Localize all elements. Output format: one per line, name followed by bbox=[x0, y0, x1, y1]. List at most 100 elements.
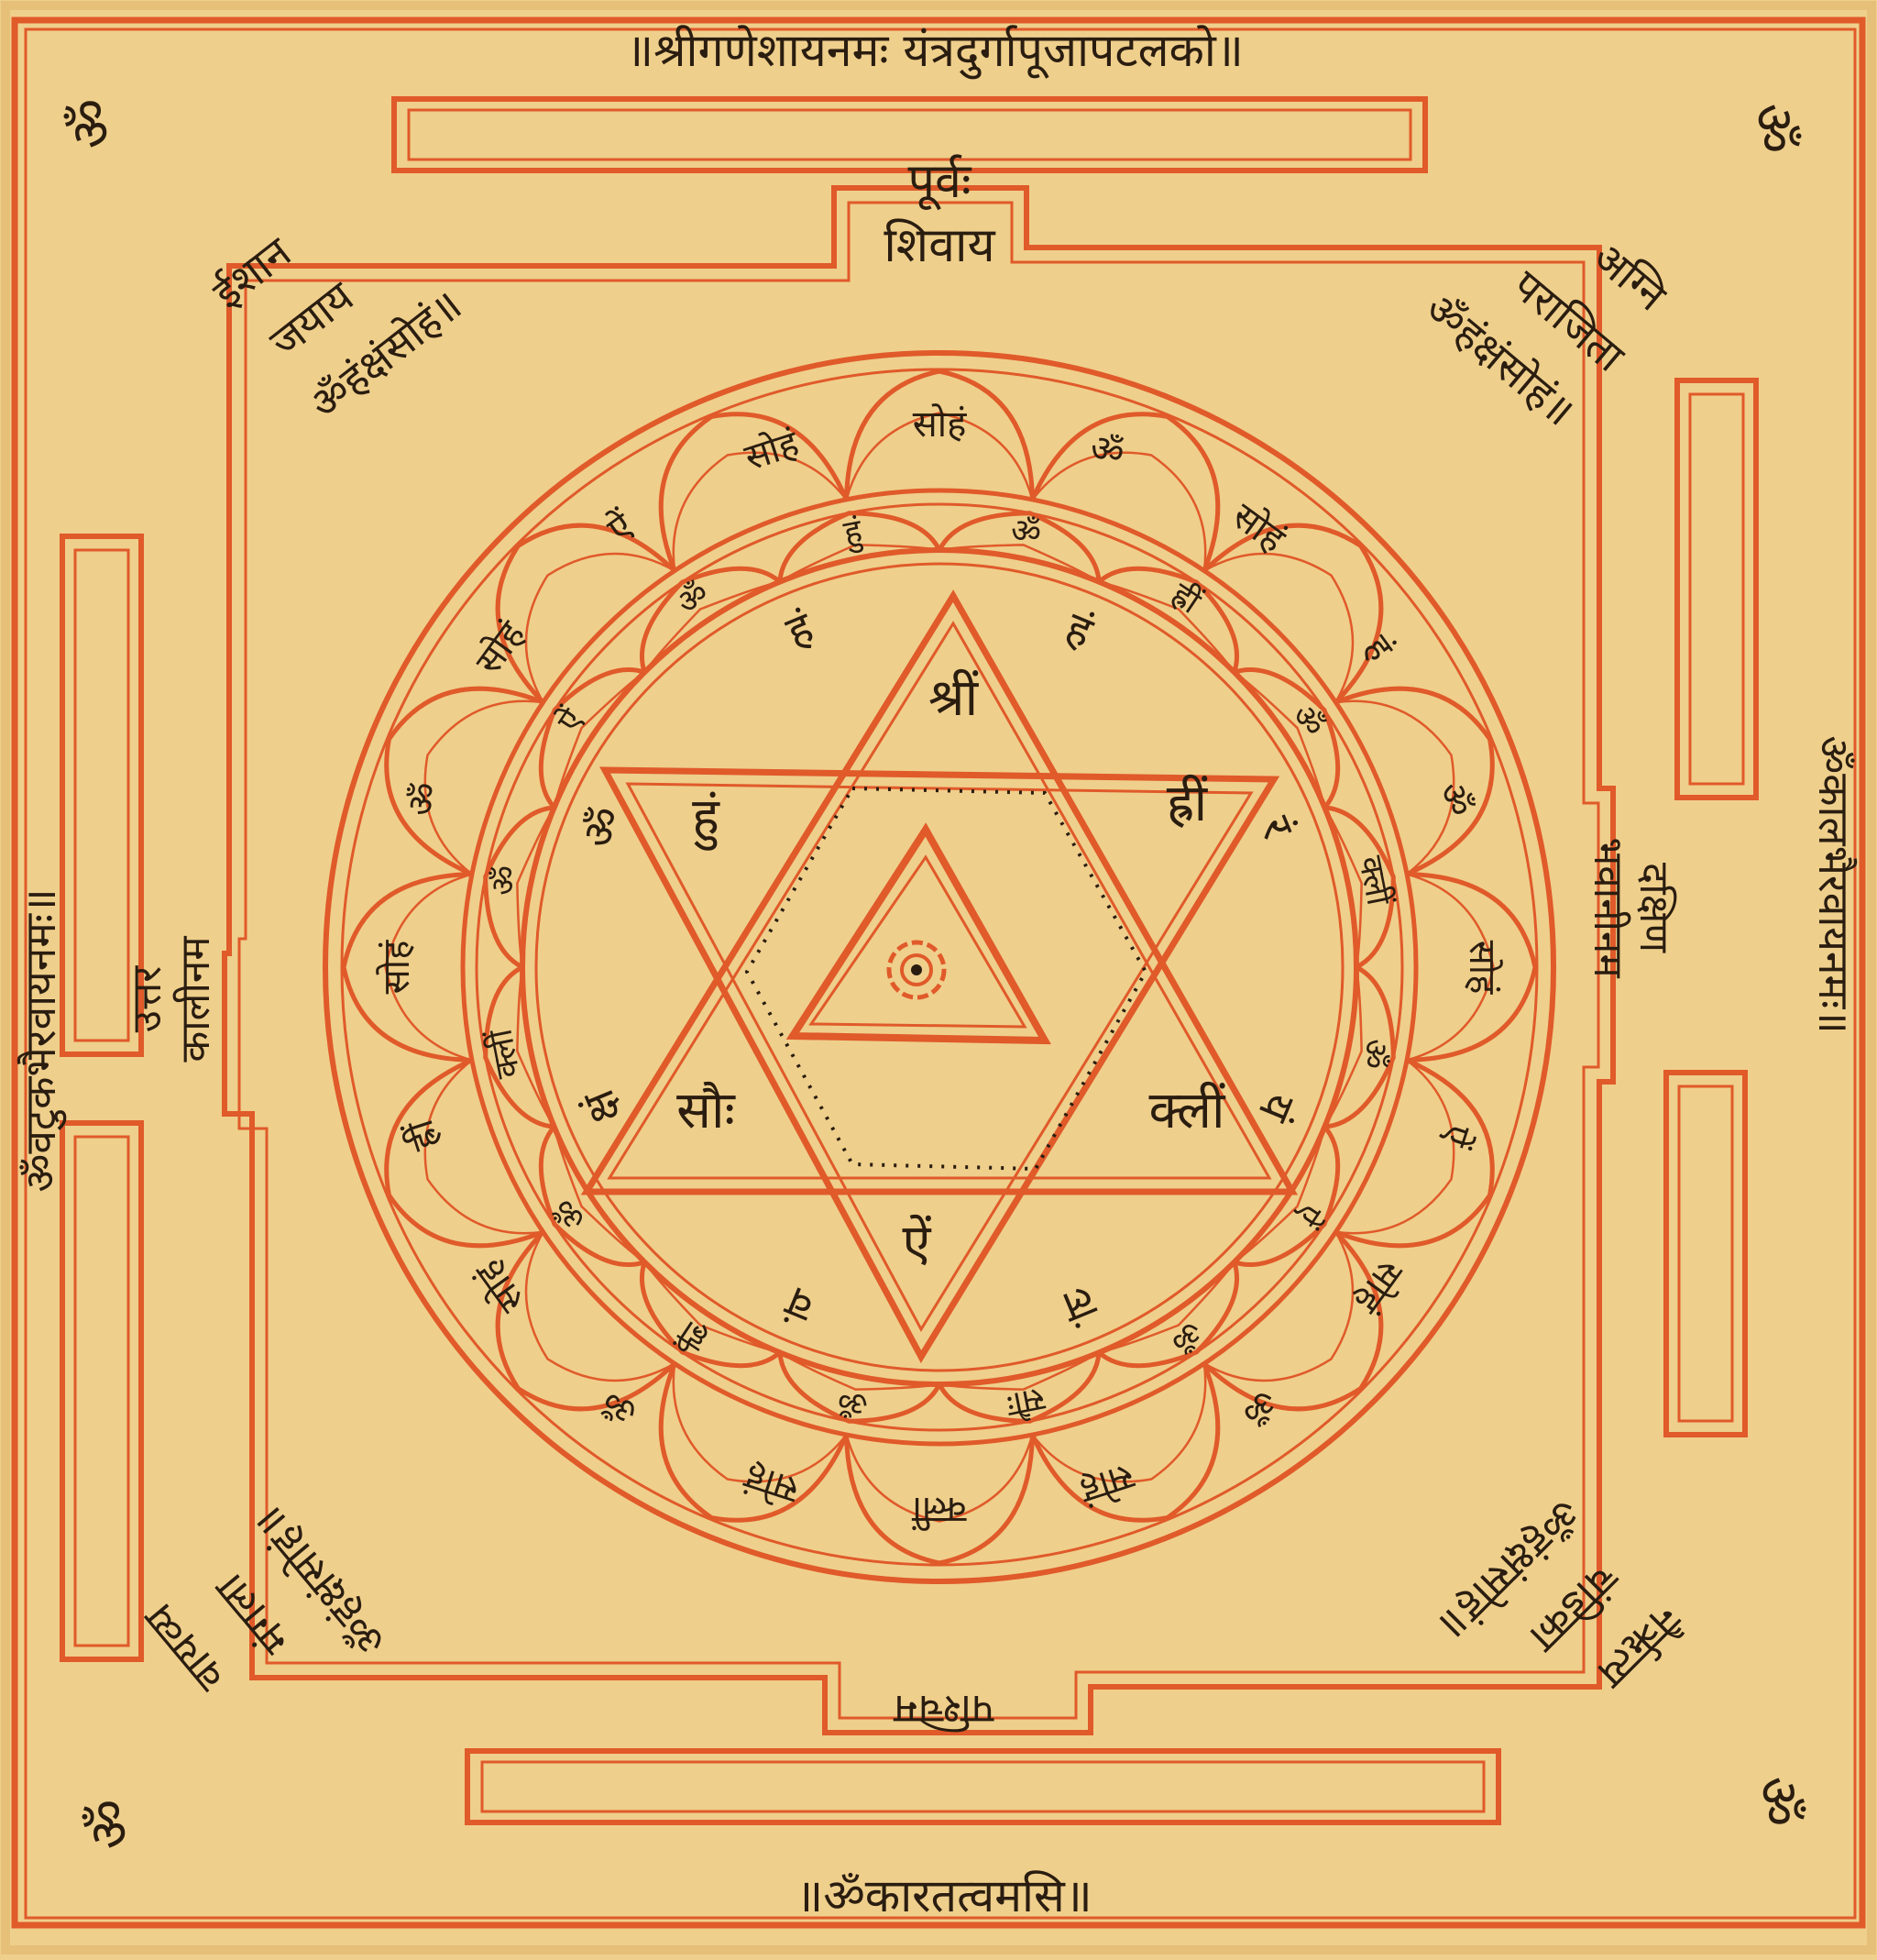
inner-circle bbox=[520, 547, 1359, 1387]
central-triangle bbox=[785, 822, 1051, 1045]
outer-petal-inner bbox=[672, 1363, 848, 1483]
inner-petal bbox=[1097, 566, 1240, 674]
right-gate-bar-lower-inner bbox=[1677, 1085, 1734, 1423]
left-side-text: ॐवटुकभैरवायनमः॥ bbox=[16, 888, 67, 1192]
outer-petal bbox=[495, 523, 676, 704]
inner-petal bbox=[639, 566, 782, 674]
inner-petal bbox=[937, 1352, 1102, 1424]
inner-petal-syllable: ॐ bbox=[1007, 511, 1044, 554]
outer-petal-inner bbox=[845, 1434, 1034, 1523]
inner-petal-syllable: सौः bbox=[1004, 1380, 1048, 1425]
corner-om-br: ॐ bbox=[1746, 1777, 1810, 1827]
left-gate-bar-upper bbox=[60, 534, 144, 1057]
dotted-hexagon bbox=[744, 786, 1148, 1172]
inner-petal-syllable: क्लीं bbox=[1351, 853, 1399, 908]
outer-petal bbox=[844, 369, 1035, 501]
star-point-syllable: सौः bbox=[676, 1081, 736, 1140]
corner-om-tr: ॐ bbox=[1741, 104, 1806, 154]
bindu-dot bbox=[911, 964, 922, 975]
upward-triangle-inner bbox=[607, 621, 1272, 1180]
outer-petal bbox=[1202, 1230, 1384, 1412]
north-label-1: उत्तर bbox=[124, 965, 170, 1033]
left-gate-bar-lower bbox=[60, 1120, 144, 1662]
bottom-gate-bar-inner bbox=[480, 1760, 1486, 1813]
inner-petal bbox=[937, 511, 1102, 582]
outer-petal-inner bbox=[1031, 1363, 1207, 1483]
star-point-syllable: हुं bbox=[692, 787, 720, 851]
outer-petal-syllable: सोहं bbox=[913, 403, 967, 446]
left-gate-bar-upper-inner bbox=[73, 548, 130, 1042]
downward-triangle bbox=[599, 766, 1280, 1364]
outer-petal bbox=[495, 1230, 676, 1412]
outer-petal bbox=[1334, 1058, 1495, 1249]
downward-triangle-inner bbox=[625, 782, 1254, 1333]
inner-petal bbox=[639, 1261, 782, 1369]
outer-petal bbox=[844, 1434, 1035, 1566]
middle-circle bbox=[460, 488, 1419, 1447]
star-point-syllable: ह्रीं bbox=[1167, 774, 1209, 833]
inner-petal bbox=[1233, 666, 1341, 809]
left-gate-bar-lower-inner bbox=[73, 1135, 130, 1647]
middle-circle-2 bbox=[475, 502, 1404, 1432]
star-point-syllable: ऐं bbox=[903, 1214, 932, 1273]
bindu-ring bbox=[900, 953, 933, 986]
outer-petal-inner bbox=[384, 873, 473, 1062]
outer-petal-inner bbox=[845, 412, 1034, 501]
header-title: ॥श्रीगणेशायनमः यंत्रदुर्गापूजापटलको॥ bbox=[626, 24, 1244, 80]
bindu-outer bbox=[886, 940, 947, 1000]
south-label-1: दक्षिण bbox=[1630, 863, 1677, 953]
inner-petal bbox=[1097, 1261, 1240, 1369]
inner-petal bbox=[1233, 1125, 1341, 1268]
corner-om-bl: ॐ bbox=[78, 1800, 142, 1850]
outer-petal bbox=[658, 412, 849, 572]
outer-petal bbox=[384, 1058, 544, 1249]
outer-petal bbox=[658, 1362, 849, 1523]
star-point-syllable: श्रीं bbox=[928, 668, 980, 728]
inner-petal bbox=[777, 1352, 942, 1424]
bottom-gate-bar bbox=[465, 1748, 1501, 1825]
inner-petal bbox=[483, 964, 554, 1129]
top-gate-bar bbox=[391, 96, 1428, 173]
outer-circle bbox=[323, 350, 1556, 1584]
outer-petal-inner bbox=[524, 1231, 675, 1382]
outer-petal-inner bbox=[1031, 451, 1207, 571]
outer-petal bbox=[1334, 686, 1495, 876]
outer-petal-inner bbox=[1203, 552, 1355, 703]
outer-petal-inner bbox=[1203, 1231, 1355, 1382]
south-label-2: भवानीनम bbox=[1585, 837, 1631, 978]
outer-border bbox=[11, 17, 1866, 1929]
inner-petal-syllable: ॐ bbox=[483, 863, 526, 899]
star-point-syllable: क्लीं bbox=[1149, 1081, 1226, 1140]
petal-ring-outer bbox=[341, 369, 1538, 1566]
east-label-2: शिवाय bbox=[884, 218, 995, 273]
top-gate-bar-inner bbox=[407, 108, 1412, 161]
bhupura-gates bbox=[60, 96, 1759, 1825]
outer-petal-inner bbox=[1335, 699, 1455, 875]
north-label-2: कालीनम bbox=[172, 936, 219, 1063]
west-label: पश्चिम bbox=[894, 1686, 994, 1733]
outer-petal-syllable: सोहं bbox=[1461, 941, 1503, 995]
central-triangle-inner bbox=[808, 854, 1027, 1029]
outer-petal-syllable: क्लीं bbox=[912, 1489, 967, 1531]
outer-petal bbox=[341, 872, 473, 1063]
outer-petal bbox=[1030, 1362, 1221, 1523]
outer-petal-inner bbox=[524, 552, 675, 703]
right-side-text: ॐकालभैरवायनमः॥ bbox=[1809, 735, 1859, 1034]
outer-petal-inner bbox=[1335, 1059, 1455, 1235]
upward-triangle bbox=[580, 589, 1299, 1195]
corner-om-tl: ॐ bbox=[60, 99, 124, 149]
outer-petal bbox=[1030, 412, 1221, 572]
inner-petal bbox=[777, 511, 942, 582]
inner-petal-syllable: ॐ bbox=[835, 1381, 872, 1424]
right-gate-bar-upper bbox=[1674, 378, 1759, 800]
inner-circle-2 bbox=[534, 562, 1345, 1372]
bhupura-frame bbox=[222, 185, 1616, 1735]
outer-petal-inner bbox=[423, 1059, 543, 1235]
inner-petal-syllable: ॐ bbox=[1353, 1035, 1396, 1072]
right-gate-bar-lower bbox=[1663, 1070, 1748, 1437]
inner-petal bbox=[1324, 805, 1396, 970]
